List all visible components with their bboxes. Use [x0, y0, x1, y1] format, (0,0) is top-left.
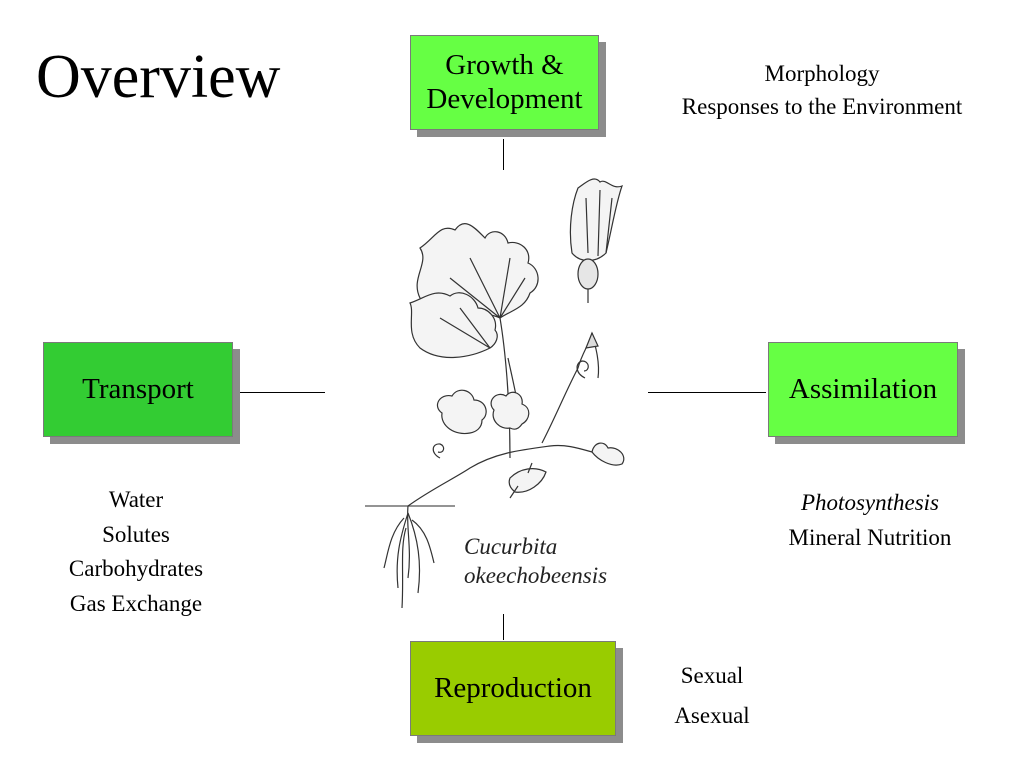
note-item: Responses to the Environment	[681, 94, 963, 120]
note-item: Photosynthesis	[801, 490, 939, 515]
note-item: Solutes	[102, 521, 170, 547]
plant-illustration	[365, 178, 625, 609]
assimilation-label: Assimilation	[788, 372, 938, 405]
assimilation-box: Assimilation	[768, 342, 958, 437]
assimilation-notes: Photosynthesis Mineral Nutrition	[760, 486, 980, 555]
note-item: Asexual	[674, 703, 750, 729]
growth-line2: Development	[426, 82, 583, 115]
species-epithet: okeechobeensis	[464, 562, 608, 588]
note-item: Gas Exchange	[69, 590, 203, 616]
growth-line1: Growth &	[445, 49, 564, 82]
connector-right	[648, 392, 766, 393]
note-item: Water	[108, 487, 164, 512]
growth-development-box: Growth & Development	[410, 35, 599, 130]
note-item: Carbohydrates	[68, 556, 204, 581]
species-genus: Cucurbita	[464, 534, 558, 559]
note-item: Morphology	[764, 61, 880, 86]
note-item: Mineral Nutrition	[788, 524, 952, 550]
connector-bottom	[503, 614, 504, 640]
species-label: Cucurbita okeechobeensis	[464, 533, 607, 591]
connector-top	[503, 139, 504, 170]
note-item: Sexual	[680, 663, 744, 688]
growth-notes: Morphology Responses to the Environment	[640, 57, 1004, 124]
transport-notes: Water Solutes Carbohydrates Gas Exchange	[36, 483, 236, 621]
reproduction-box: Reproduction	[410, 641, 616, 736]
slide-title: Overview	[36, 43, 281, 111]
connector-left	[240, 392, 325, 393]
transport-box: Transport	[43, 342, 233, 437]
reproduction-label: Reproduction	[434, 671, 592, 704]
reproduction-notes: Sexual Asexual	[652, 656, 772, 737]
transport-label: Transport	[82, 372, 194, 405]
